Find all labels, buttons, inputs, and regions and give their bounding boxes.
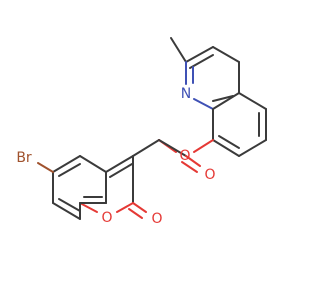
bond-c4a-c5	[238, 92, 267, 110]
bond-c7-c8	[212, 139, 240, 157]
bond-c5co-c6co-inner	[58, 163, 81, 177]
bond-carbonyl-double2	[181, 161, 198, 173]
bond-carbonyl-double1	[185, 155, 201, 167]
bond-c7-c8-inner	[218, 135, 240, 149]
bond-c2co-o1	[116, 202, 134, 213]
bromine-label: Br	[16, 150, 32, 166]
bond-c3-c4co	[105, 155, 134, 173]
ring-oxygen-label: O	[101, 210, 112, 226]
bond-c3-c4co-inner	[109, 163, 133, 178]
bond-lactone-double1	[132, 202, 147, 213]
bond-c5co-c6co	[52, 155, 81, 173]
bond-c8a-n	[193, 98, 214, 110]
bond-c3-c4	[212, 46, 240, 63]
bond-c6co-br	[37, 162, 54, 173]
bond-o1-c8aco	[79, 202, 98, 213]
bond-c7co-c8co	[52, 202, 81, 220]
bond-c4a-c8a	[212, 92, 240, 110]
bond-c2-c3-inner	[189, 54, 214, 69]
nitrogen-label: N	[181, 86, 191, 102]
bond-carbonyl-down	[158, 139, 187, 157]
carbonyl-oxygen-label: O	[204, 167, 215, 183]
methyl-bond	[170, 37, 187, 63]
bond-c7co-c8co-inner	[58, 198, 81, 212]
bond-c4a-c8a-inner	[212, 95, 234, 102]
bond-c6-c7	[238, 139, 267, 157]
molecule-structure: N O O O O Br	[16, 37, 267, 227]
bond-lactone-double2	[128, 208, 143, 219]
bond-c8-o	[193, 139, 214, 153]
lactone-oxygen-label: O	[151, 211, 162, 227]
bond-c2-c3	[185, 46, 214, 63]
ester-oxygen-label: O	[179, 148, 190, 164]
bond-c4aco-c5co	[79, 155, 107, 173]
bond-carbonyl-c3b	[132, 139, 160, 157]
